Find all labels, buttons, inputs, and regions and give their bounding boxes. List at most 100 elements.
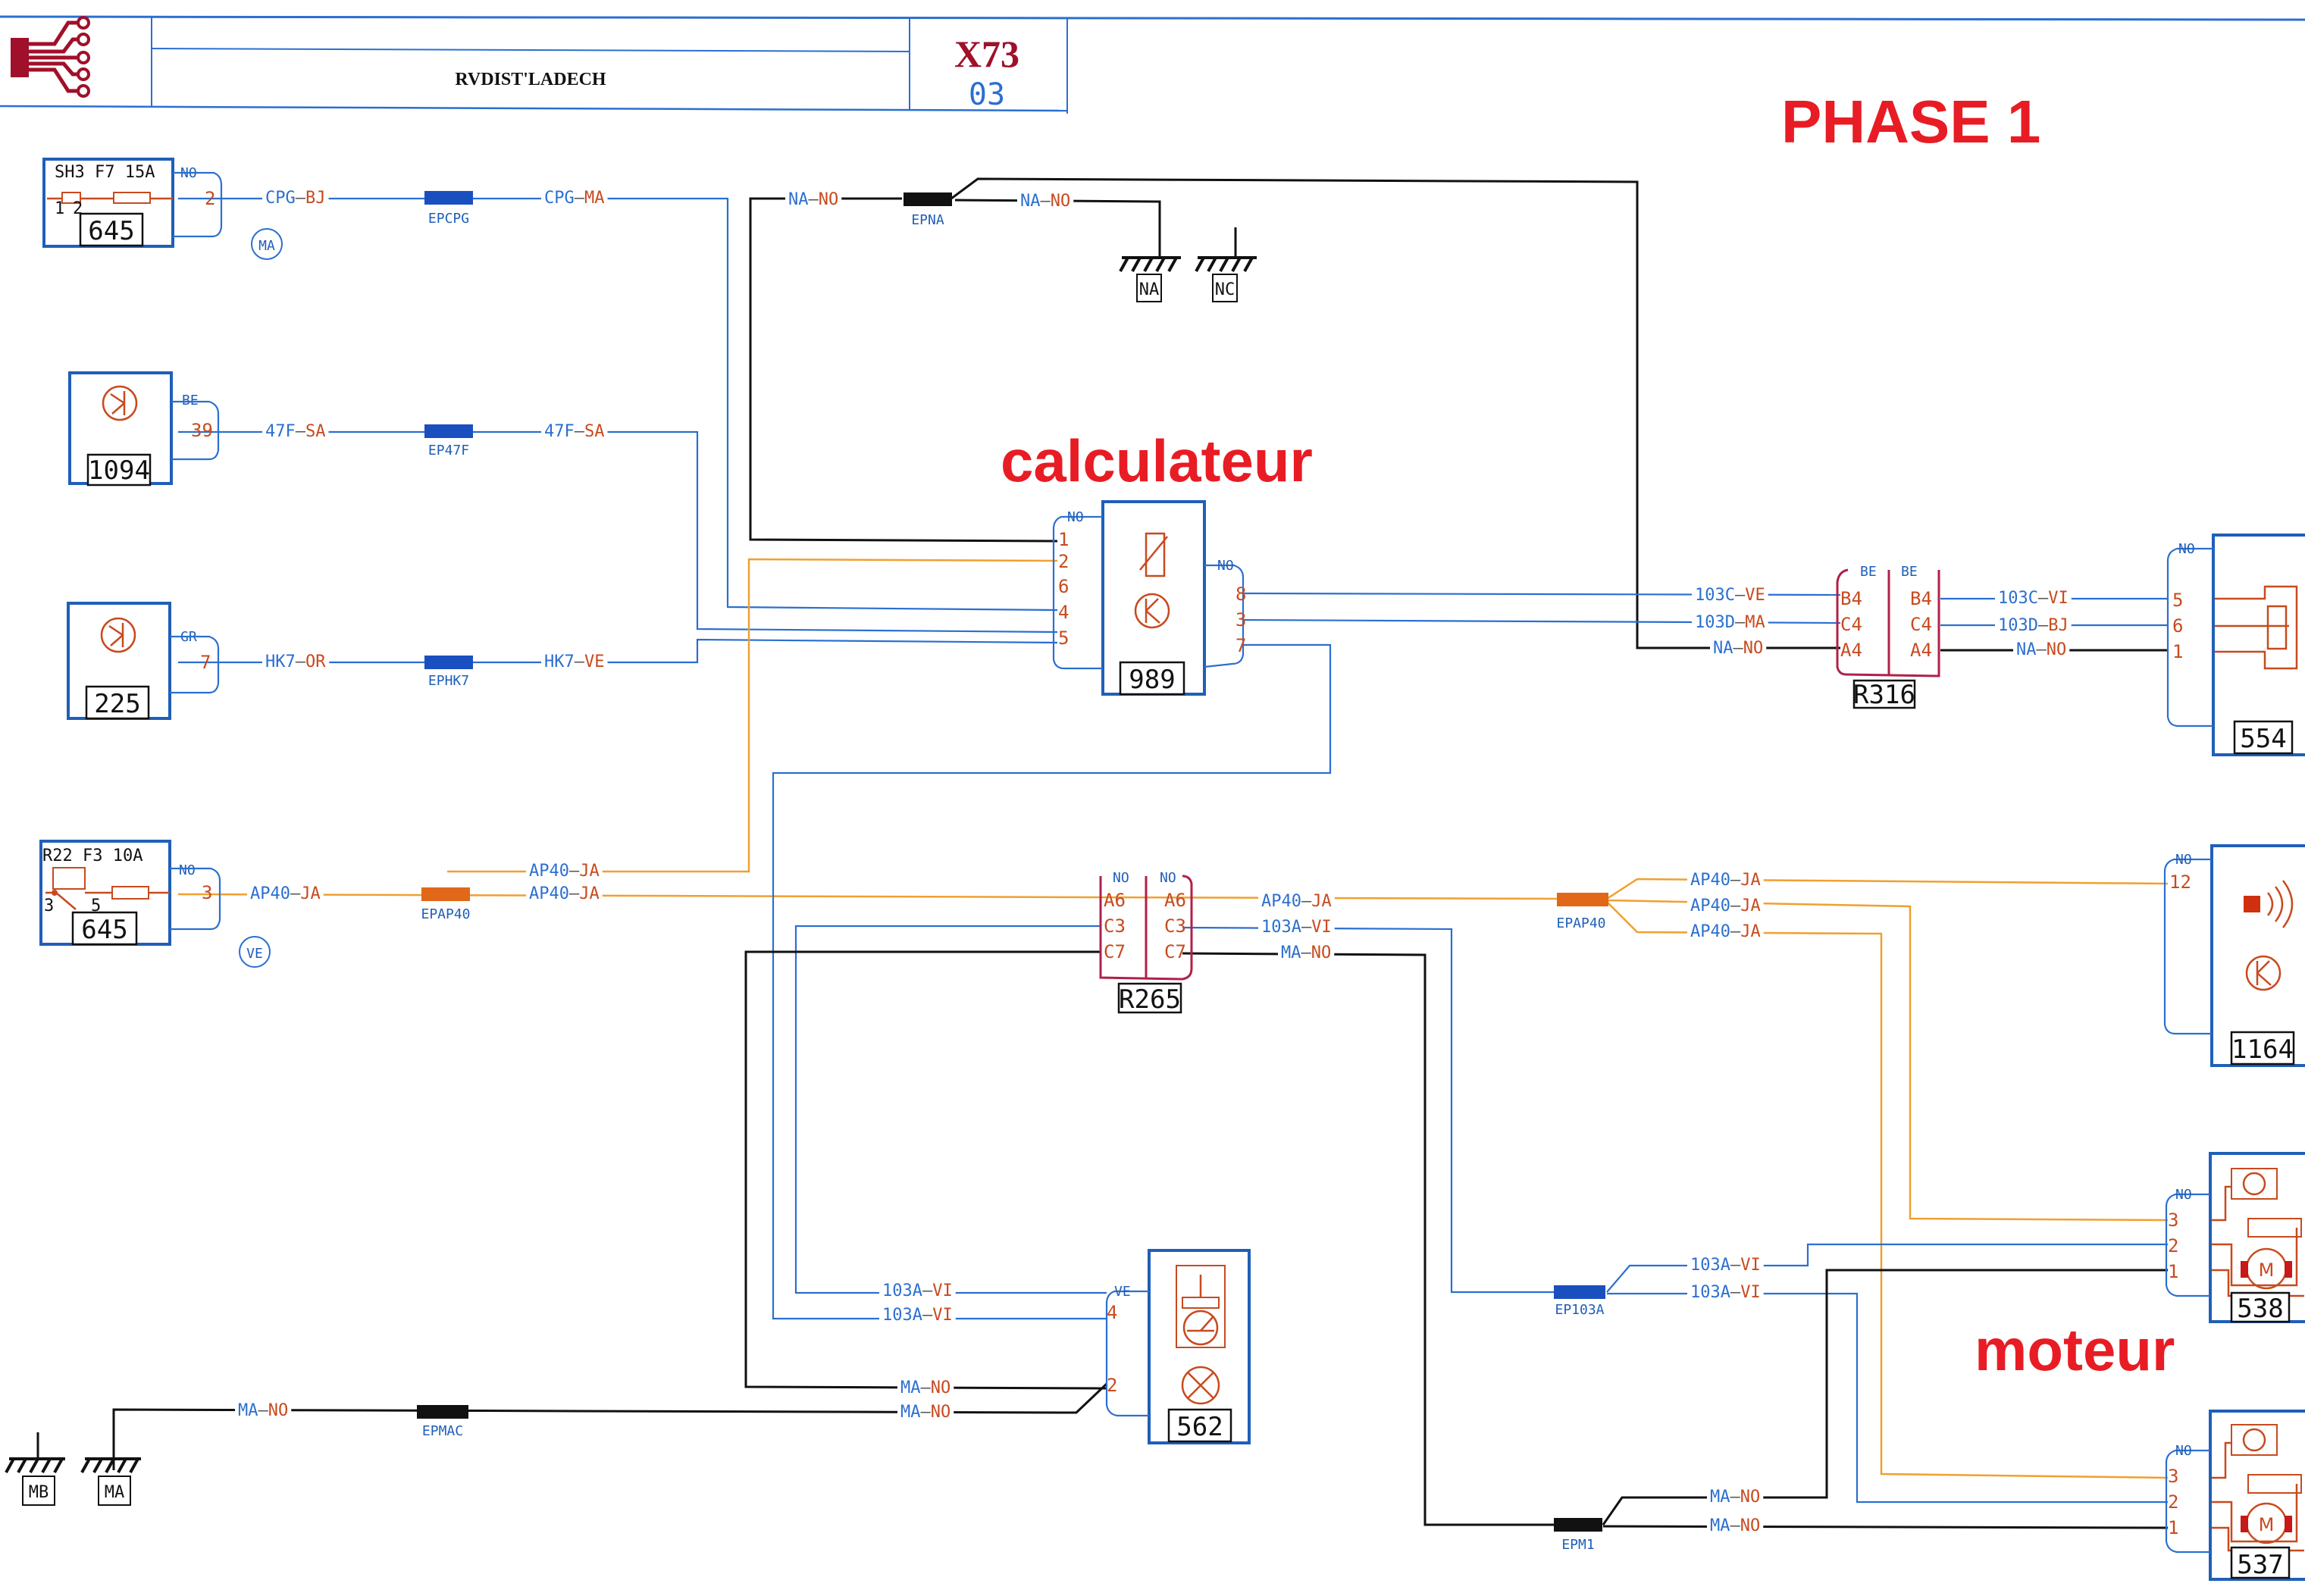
svg-text:C3: C3 bbox=[1164, 915, 1186, 937]
svg-text:VE: VE bbox=[1114, 1284, 1131, 1300]
svg-text:5: 5 bbox=[91, 897, 101, 915]
component-id: 1164 bbox=[2231, 1034, 2294, 1065]
svg-text:C3: C3 bbox=[1104, 915, 1126, 937]
svg-text:4: 4 bbox=[1107, 1302, 1117, 1323]
svg-text:3: 3 bbox=[2168, 1210, 2178, 1231]
svg-text:1: 1 bbox=[1058, 529, 1069, 550]
svg-text:B4: B4 bbox=[1910, 588, 1932, 609]
splice-ephk7 bbox=[424, 656, 473, 669]
wire-ap40-537 bbox=[1606, 901, 2169, 1479]
transistor-icon bbox=[100, 617, 136, 653]
wires bbox=[112, 177, 2169, 1529]
svg-text:A6: A6 bbox=[1164, 890, 1186, 911]
component-id: 538 bbox=[2237, 1294, 2283, 1324]
svg-text:NO: NO bbox=[2175, 852, 2192, 868]
svg-text:6: 6 bbox=[2172, 615, 2183, 637]
motor-icon: M bbox=[2241, 1247, 2292, 1290]
ground-ma: MA bbox=[80, 1457, 141, 1506]
svg-text:3: 3 bbox=[2168, 1466, 2178, 1487]
wire-label-na-no-2: NA—NO bbox=[1020, 192, 1070, 211]
fuse-icon bbox=[111, 886, 149, 900]
wire-ma-537 bbox=[1602, 1525, 2169, 1529]
motor-label: moteur bbox=[1975, 1316, 2175, 1383]
component-id: 989 bbox=[1129, 665, 1175, 695]
wire-label-na-no-1: NA—NO bbox=[788, 190, 838, 209]
svg-text:NO: NO bbox=[1160, 870, 1176, 886]
wire-label-a103-vi-562b: 103A—VI bbox=[882, 1306, 953, 1325]
splice-epap40-left bbox=[421, 887, 470, 901]
wire-47f bbox=[178, 430, 1058, 634]
svg-text:7: 7 bbox=[1235, 635, 1246, 656]
wire-103a-r265 bbox=[1182, 926, 1561, 1294]
svg-text:C7: C7 bbox=[1164, 941, 1186, 962]
svg-text:BE: BE bbox=[182, 393, 199, 408]
splice-epmac-label: EPMAC bbox=[422, 1423, 463, 1439]
switch-icon bbox=[61, 192, 81, 204]
svg-text:1: 1 bbox=[2168, 1517, 2178, 1538]
component-537-motor: M 537 NO 3 2 1 bbox=[2165, 1410, 2305, 1581]
wire-label-a103-vi-ep2: 103A—VI bbox=[1690, 1283, 1761, 1302]
svg-text:B4: B4 bbox=[1840, 588, 1862, 609]
splice-ep103a bbox=[1554, 1285, 1605, 1299]
pressure-switch-icon bbox=[1182, 1297, 1220, 1309]
component-645-relay-r22: R22 F3 10A 3 5 645 NO 3 VE bbox=[39, 840, 271, 968]
wire-label-f47-sa-1: 47F—SA bbox=[265, 422, 326, 441]
component-225-sensor: 225 GR 7 bbox=[67, 602, 220, 720]
potentiometer-icon bbox=[2215, 585, 2298, 670]
wire-label-ap40-ja-r2: AP40—JA bbox=[1690, 897, 1761, 915]
wire-ma-r265 bbox=[1182, 952, 1561, 1526]
transistor-icon bbox=[1182, 1310, 1219, 1346]
splice-epap40-right bbox=[1557, 893, 1608, 906]
transistor-icon bbox=[1134, 593, 1170, 629]
svg-text:5: 5 bbox=[1058, 627, 1069, 649]
wire-label-hk7-or: HK7—OR bbox=[265, 652, 326, 671]
wire-label-ap40-ja-r1: AP40—JA bbox=[1690, 871, 1761, 890]
svg-text:NO: NO bbox=[2178, 541, 2195, 557]
wire-label-f47-sa-2: 47F—SA bbox=[544, 422, 605, 441]
ecu-label: calculateur bbox=[1001, 427, 1313, 494]
wire-label-ma-no-epm1b: MA—NO bbox=[1710, 1516, 1760, 1535]
splice-ep103a-label: EP103A bbox=[1555, 1302, 1604, 1318]
drawing-name: RVDIST'LADECH bbox=[455, 70, 606, 89]
ground-label: MA bbox=[105, 1483, 125, 1502]
ground-icon bbox=[5, 1457, 65, 1473]
svg-text:NO: NO bbox=[179, 862, 196, 878]
svg-text:A6: A6 bbox=[1104, 890, 1126, 911]
svg-text:3: 3 bbox=[202, 882, 212, 903]
wire-label-hk7-ve: HK7—VE bbox=[544, 652, 605, 671]
splice-epap40-left-label: EPAP40 bbox=[421, 906, 470, 922]
wire-103a-538 bbox=[1606, 1243, 2168, 1293]
wire-label-cpg-ma: CPG—MA bbox=[544, 189, 605, 208]
gauge-icon bbox=[2242, 1172, 2266, 1196]
svg-text:1: 1 bbox=[2168, 1261, 2178, 1282]
wire-989-pin7 bbox=[772, 643, 1332, 1320]
svg-text:A4: A4 bbox=[1910, 640, 1932, 661]
splice-epna-label: EPNA bbox=[911, 212, 944, 228]
component-id: 537 bbox=[2237, 1550, 2283, 1580]
component-645-fuse-sh3: SH3 F7 15A 1 2 645 NO 2 MA bbox=[42, 158, 283, 260]
splice-epm1 bbox=[1554, 1518, 1602, 1532]
splice-epm1-label: EPM1 bbox=[1561, 1537, 1594, 1553]
connector-r316: BE BE B4 C4 A4 B4 C4 A4 R316 bbox=[1836, 564, 1940, 710]
splices: EPCPG EP47F EPHK7 EPNA EPAP40 EPAP40 EP1… bbox=[417, 191, 1608, 1553]
wire-labels: CPG—BJ CPG—MA 47F—SA 47F—SA HK7—OR HK7—VE NA—N… bbox=[235, 189, 2072, 1535]
svg-text:NO: NO bbox=[2175, 1443, 2192, 1459]
wire-label-d103-ma: 103D—MA bbox=[1695, 613, 1765, 632]
svg-text:1: 1 bbox=[55, 199, 64, 218]
svg-text:VE: VE bbox=[246, 946, 263, 962]
wire-ap40-538 bbox=[1606, 899, 2169, 1222]
fuse-icon bbox=[113, 192, 151, 204]
svg-text:MA: MA bbox=[258, 238, 275, 254]
wire-ap40-ecu bbox=[447, 558, 1058, 873]
title-block: RVDIST'LADECH X73 03 bbox=[0, 15, 2305, 114]
sheet-number: 03 bbox=[969, 77, 1005, 112]
wire-ma-ground bbox=[112, 1382, 1108, 1470]
wire-label-a103-vi-ep1: 103A—VI bbox=[1690, 1256, 1761, 1275]
wire-label-ap40-ja-r265: AP40—JA bbox=[1261, 892, 1332, 911]
svg-text:2: 2 bbox=[2168, 1235, 2178, 1256]
wire-label-cpg-bj: CPG—BJ bbox=[265, 189, 326, 208]
svg-text:NO: NO bbox=[2175, 1187, 2192, 1203]
wire-label-ap40-ja-src: AP40—JA bbox=[250, 884, 321, 903]
component-id: 554 bbox=[2240, 724, 2286, 754]
